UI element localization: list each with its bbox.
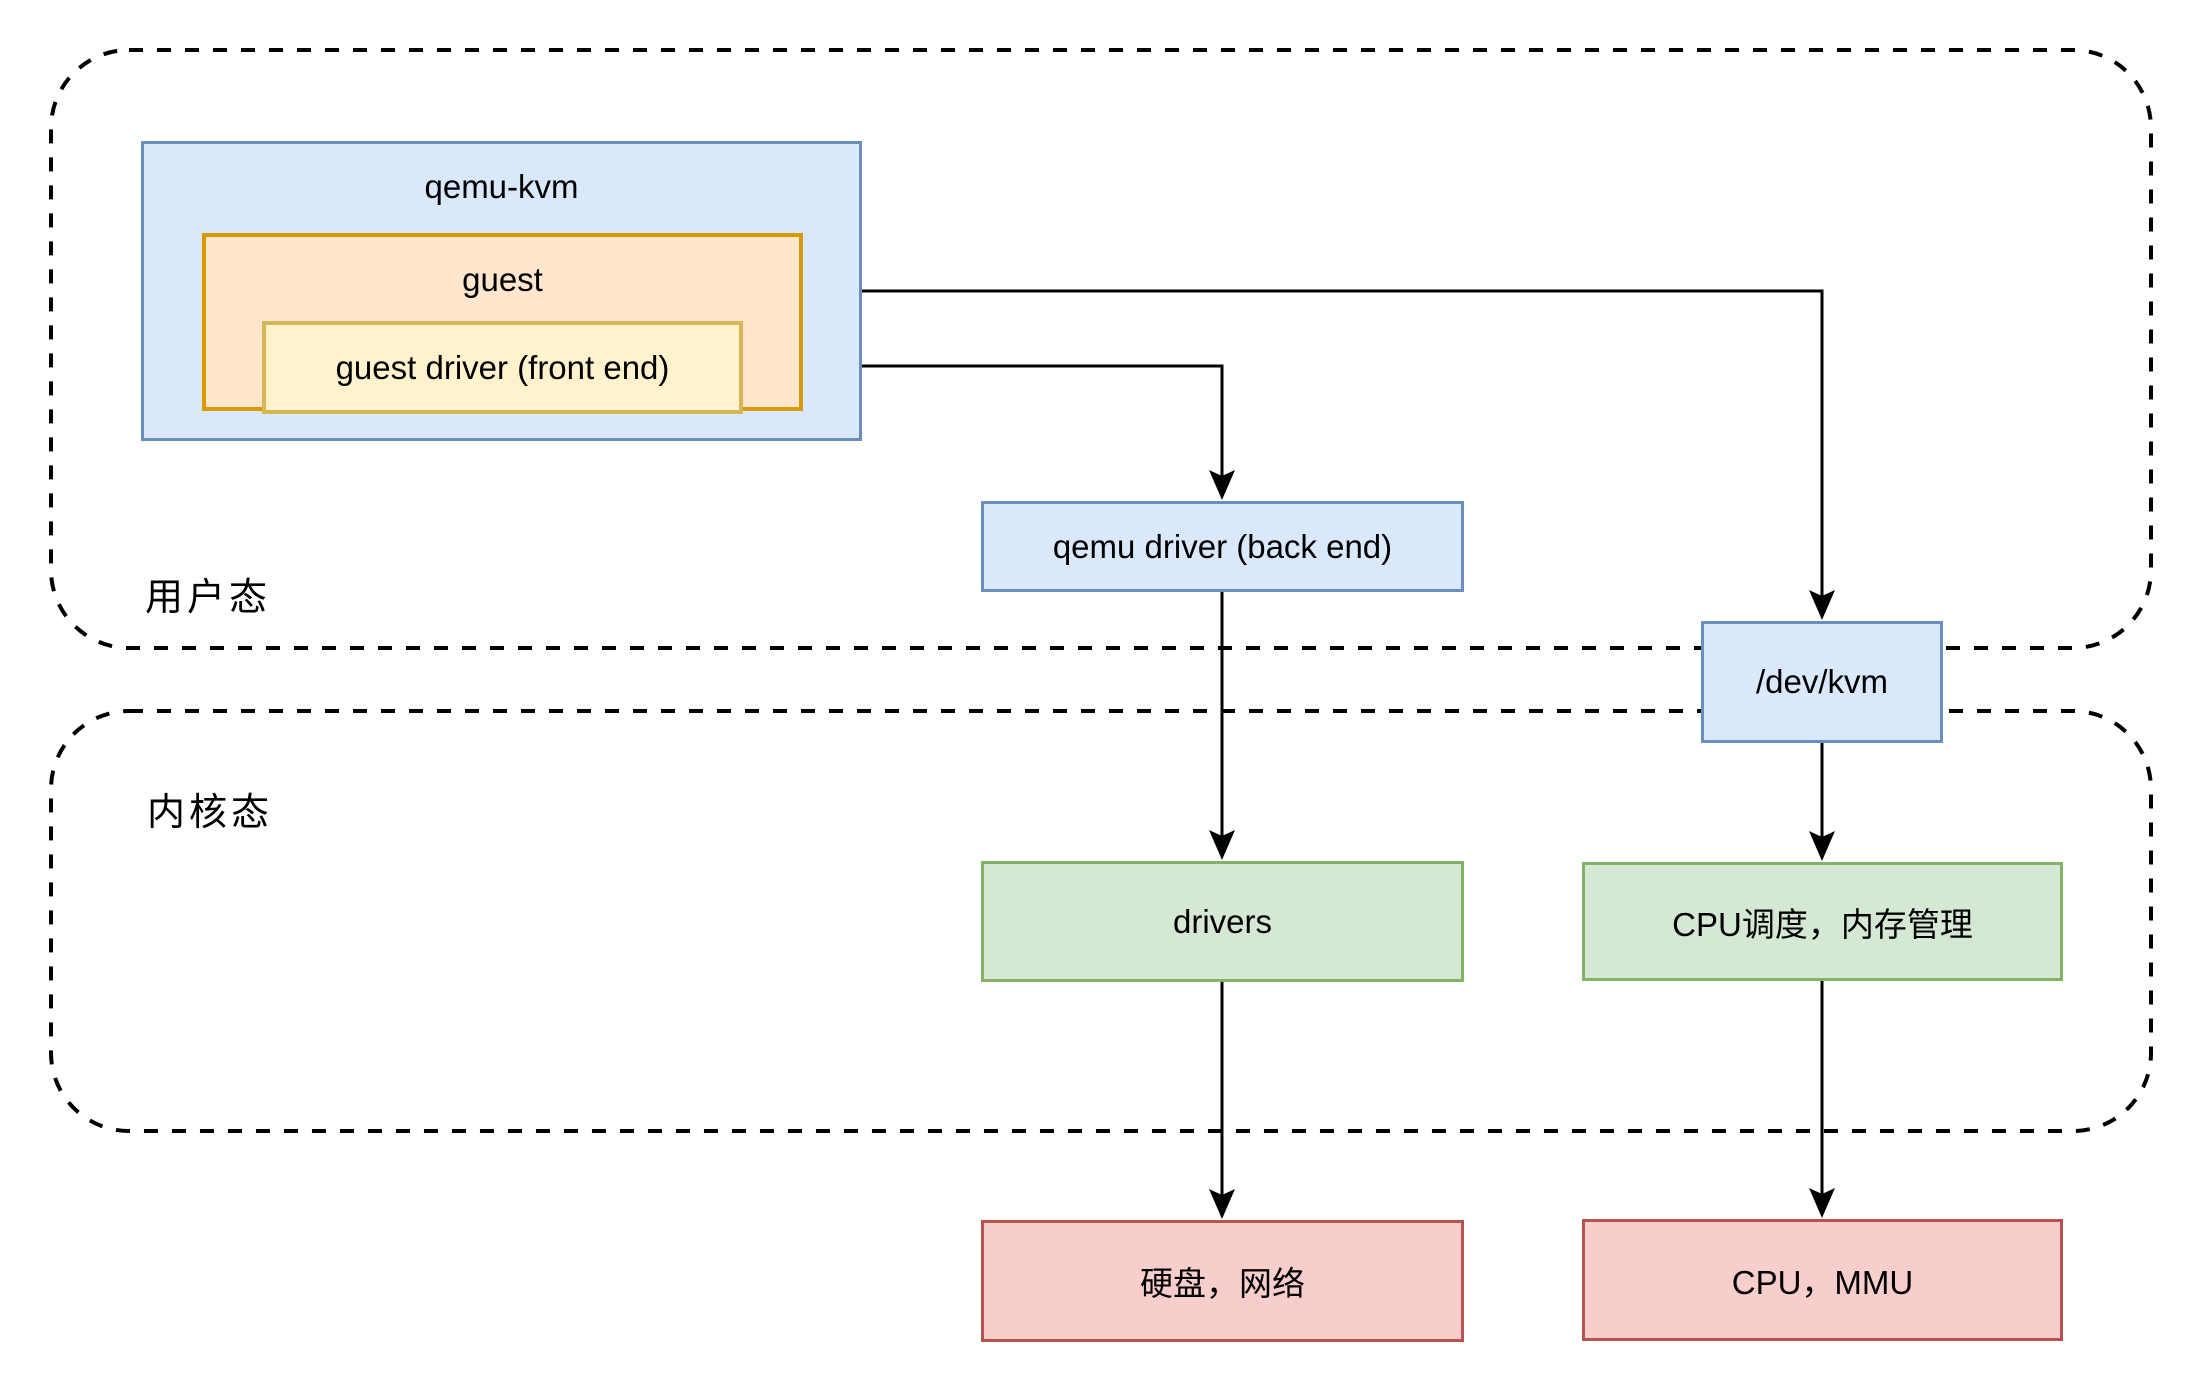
arrowhead-qemu-driver [1209,470,1235,500]
node-qemu-driver-label: qemu driver (back end) [1052,527,1393,565]
arrowhead-disk-net [1209,1189,1235,1219]
arrowhead-dev-kvm [1809,590,1835,620]
node-disk-net-label: 硬盘，网络 [1140,1265,1305,1302]
node-qemu-kvm-label: qemu-kvm [424,168,579,205]
node-drivers: drivers [981,861,1464,982]
node-guest-driver: guest driver (front end) [262,321,743,414]
node-guest-driver-label: guest driver (front end) [335,348,670,386]
user-mode-label: 用户态 [145,577,272,619]
node-qemu-driver: qemu driver (back end) [981,501,1464,592]
arrowhead-cpu-sched [1809,831,1835,861]
node-cpu-mmu: CPU，MMU [1582,1219,2063,1341]
arrowhead-cpu-mmu [1809,1188,1835,1218]
node-cpu-mmu-label: CPU，MMU [1731,1264,1914,1301]
node-guest-label: guest [462,261,543,298]
node-dev-kvm: /dev/kvm [1701,621,1943,743]
edge-guest-driver-to-qemu-driver [742,364,1224,477]
kernel-mode-label: 内核态 [147,792,274,834]
edge-qemu-kvm-to-dev-kvm [862,289,1824,597]
node-cpu-sched-label: CPU调度，内存管理 [1672,905,1973,943]
kernel-mode-region-border [49,709,2153,1133]
node-disk-net: 硬盘，网络 [981,1220,1464,1342]
arrowhead-drivers [1209,830,1235,860]
node-drivers-label: drivers [1172,902,1273,940]
node-dev-kvm-label: /dev/kvm [1755,663,1889,700]
node-cpu-sched: CPU调度，内存管理 [1582,862,2063,981]
